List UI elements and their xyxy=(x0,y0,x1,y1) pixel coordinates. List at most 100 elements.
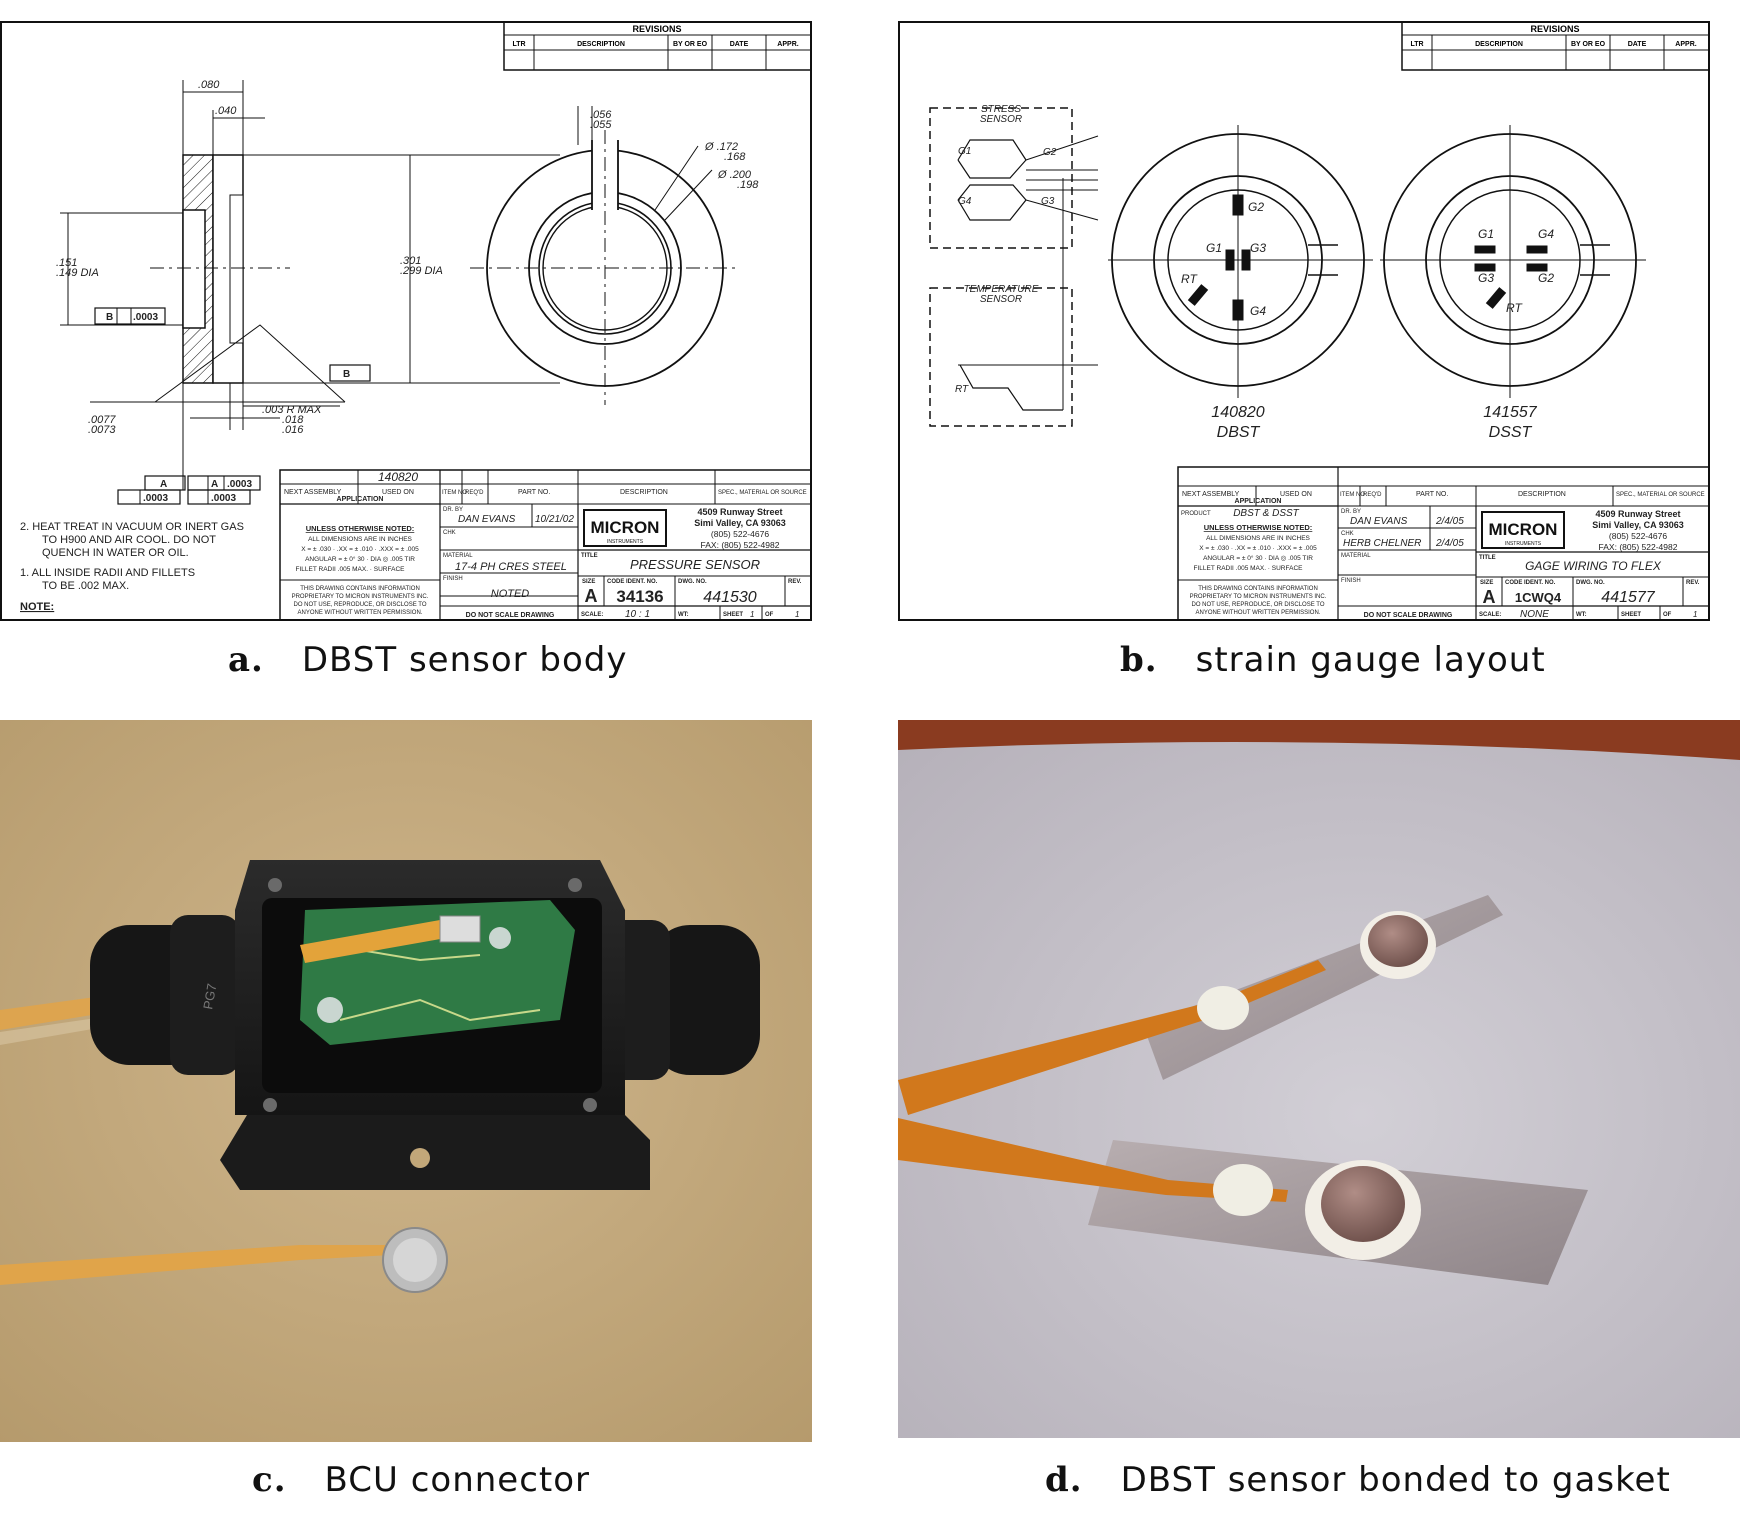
dwg-label: DWG. NO. xyxy=(1576,580,1605,586)
tol-line-1: ALL DIMENSIONS ARE IN INCHES xyxy=(1206,535,1310,542)
next-assembly-label: NEXT ASSEMBLY xyxy=(284,489,342,496)
prop-2: PROPRIETARY TO MICRON INSTRUMENTS INC. xyxy=(292,594,429,600)
tol-line-1: ALL DIMENSIONS ARE IN INCHES xyxy=(308,536,412,543)
dsst-g3: G3 xyxy=(1478,271,1494,285)
plan-dims: .056 .055 Ø .172 .168 Ø .200 .198 xyxy=(590,109,759,191)
scale-label: SCALE: xyxy=(581,612,603,618)
rev-col: DATE xyxy=(1628,41,1647,48)
scale-value: 10 : 1 xyxy=(625,609,650,620)
caption-b: b.strain gauge layout xyxy=(1120,640,1546,680)
of-label: OF xyxy=(765,612,774,618)
caption-a-text: DBST sensor body xyxy=(301,640,628,680)
sheet-value: 1 xyxy=(750,610,754,619)
prop-1: THIS DRAWING CONTAINS INFORMATION xyxy=(1198,586,1318,592)
code-value: 1CWQ4 xyxy=(1515,590,1562,605)
temp-sensor-label: TEMPERATURE xyxy=(964,284,1039,295)
caption-d: d. DBST sensor bonded to gasket xyxy=(1045,1460,1671,1500)
next-assembly-label: NEXT ASSEMBLY xyxy=(1182,491,1240,498)
caption-b-text: strain gauge layout xyxy=(1195,640,1546,680)
code-label: CODE IDENT. NO. xyxy=(607,579,658,585)
schematic-g2: G2 xyxy=(1043,147,1057,158)
dim-phi200: Ø .200 xyxy=(717,169,752,181)
dim-301: .301 xyxy=(400,255,421,267)
temp-sensor-label: SENSOR xyxy=(980,294,1022,305)
title-label: TITLE xyxy=(1479,555,1496,561)
section-view xyxy=(60,80,560,505)
address-line-2: Simi Valley, CA 93063 xyxy=(694,518,786,528)
prop-4: ANYONE WITHOUT WRITTEN PERMISSION. xyxy=(1196,610,1321,616)
photo-sensor-gasket xyxy=(898,720,1740,1438)
code-label: CODE IDENT. NO. xyxy=(1505,580,1556,586)
title-block-a xyxy=(279,469,812,621)
prop-1: THIS DRAWING CONTAINS INFORMATION xyxy=(300,586,420,592)
rev-col: LTR xyxy=(1410,41,1423,48)
dsst-layout xyxy=(1380,125,1646,398)
prop-3: DO NOT USE, REPRODUCE, OR DISCLOSE TO xyxy=(293,602,426,608)
description-label: DESCRIPTION xyxy=(620,489,668,496)
application-label: APPLICATION xyxy=(1235,498,1282,505)
dim-radius: .003 R MAX xyxy=(262,404,322,416)
size-label: SIZE xyxy=(582,579,595,585)
finish-value: NOTED xyxy=(491,588,530,600)
drawer-name: DAN EVANS xyxy=(458,514,516,525)
photo-bcu-connector: PG7 xyxy=(0,720,812,1442)
datum-b-ref: B xyxy=(106,312,113,323)
title-block-b-lower: TITLE GAGE WIRING TO FLEX SIZE A CODE ID… xyxy=(1479,555,1700,620)
drawn-date: 2/4/05 xyxy=(1435,516,1464,527)
dim-0073: .0073 xyxy=(88,424,116,436)
dwg-label: DWG. NO. xyxy=(678,579,707,585)
datum-b: B xyxy=(343,369,350,380)
dim-phi172: Ø .172 xyxy=(704,141,738,153)
parallel-val: .0003 xyxy=(227,479,252,490)
logo-subtext: INSTRUMENTS xyxy=(1505,541,1542,547)
dim-018: .018 xyxy=(282,414,304,426)
tol-line-2: X = ± .030 · .XX = ± .010 · .XXX = ± .00… xyxy=(301,546,419,553)
checked-date: 2/4/05 xyxy=(1435,538,1464,549)
scale-label: SCALE: xyxy=(1479,612,1501,618)
rev-label: REV. xyxy=(1686,580,1700,586)
caption-c-letter: c. xyxy=(252,1460,287,1500)
material-label: MATERIAL xyxy=(443,553,473,559)
dbst-g4: G4 xyxy=(1250,304,1266,318)
bcu-connector-illustration: PG7 xyxy=(0,720,812,1442)
tol-line-3: ANGULAR = ± 0° 30 · DIA ◎ .005 TIR xyxy=(1203,554,1313,562)
revisions-block: REVISIONS LTR DESCRIPTION BY OR EO DATE … xyxy=(503,21,812,71)
title-label: TITLE xyxy=(581,553,598,559)
dbst-g1: G1 xyxy=(1206,241,1222,255)
logo-subtext: INSTRUMENTS xyxy=(607,539,644,545)
item-no-label: ITEM NO xyxy=(1340,492,1365,498)
caption-d-text: DBST sensor bonded to gasket xyxy=(1120,1460,1671,1500)
address-a: 4509 Runway Street Simi Valley, CA 93063… xyxy=(694,507,786,550)
address-line-3: (805) 522-4676 xyxy=(711,529,769,539)
note-1: 1. ALL INSIDE RADII AND FILLETS xyxy=(20,567,195,579)
rev-col: BY OR EO xyxy=(673,41,708,48)
dsst-name: DSST xyxy=(1489,424,1533,441)
rev-col: DESCRIPTION xyxy=(1475,41,1523,48)
sheet-label: SHEET xyxy=(723,612,743,618)
note-2b: TO H900 AND AIR COOL. DO NOT xyxy=(42,534,216,546)
finish-label: FINISH xyxy=(1341,578,1361,584)
drawer-name: DAN EVANS xyxy=(1350,516,1408,527)
section-dims: .080 .040 .151 .149 DIA .301 .299 DIA B … xyxy=(56,79,443,504)
caption-d-letter: d. xyxy=(1045,1460,1083,1500)
finish-label: FINISH xyxy=(443,576,463,582)
unless-noted: UNLESS OTHERWISE NOTED: xyxy=(1204,523,1313,532)
micron-logo: MICRON INSTRUMENTS xyxy=(583,509,667,547)
material-label: MATERIAL xyxy=(1341,553,1371,559)
rev-col: DESCRIPTION xyxy=(577,41,625,48)
drawing-b: REVISIONS LTR DESCRIPTION BY OR EO DATE … xyxy=(898,21,1710,621)
tol-line-4: FILLET RADII .005 MAX. · SURFACE xyxy=(296,566,406,573)
of-value: 1 xyxy=(1693,610,1697,619)
revisions-title: REVISIONS xyxy=(1530,24,1579,34)
description-label: DESCRIPTION xyxy=(1518,491,1566,498)
note-2c: QUENCH IN WATER OR OIL. xyxy=(42,547,189,559)
spec-label: SPEC., MATERIAL OR SOURCE xyxy=(718,490,807,496)
sensor-gasket-illustration xyxy=(898,720,1740,1438)
dwg-value: 441530 xyxy=(703,589,756,606)
rev-col: LTR xyxy=(512,41,525,48)
material-value: 17-4 PH CRES STEEL xyxy=(455,561,567,573)
dsst-g2: G2 xyxy=(1538,271,1554,285)
rev-col: APPR. xyxy=(1675,41,1696,48)
revisions-title: REVISIONS xyxy=(632,24,681,34)
dim-151: .151 xyxy=(56,257,77,269)
